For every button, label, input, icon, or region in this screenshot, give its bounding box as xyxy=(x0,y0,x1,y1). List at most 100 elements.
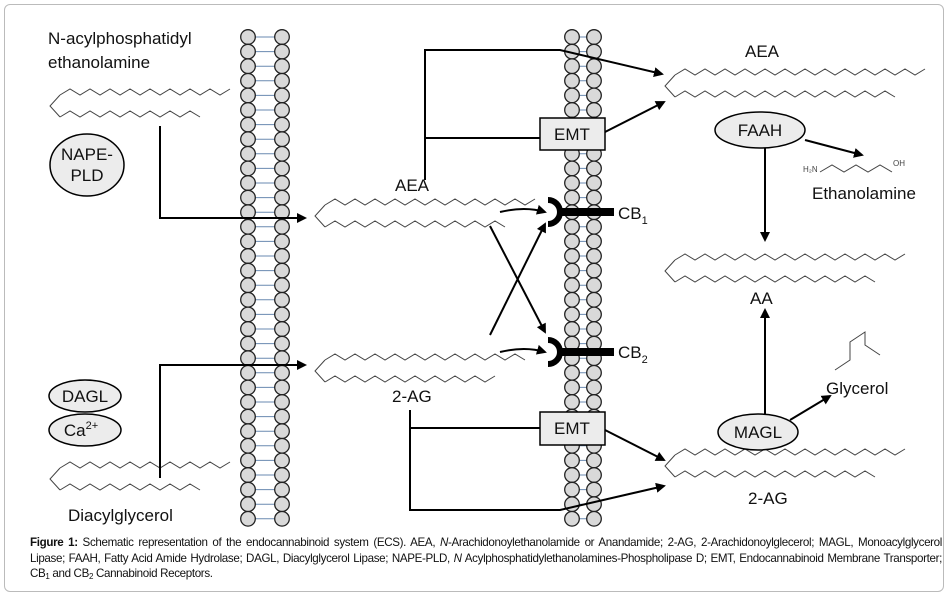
phospholipid-head xyxy=(240,496,256,513)
phospholipid-head xyxy=(564,175,580,191)
caption-figure-number: Figure 1: xyxy=(30,536,78,549)
phospholipid-head xyxy=(274,160,290,177)
phospholipid-head xyxy=(274,43,290,60)
phospholipid-head xyxy=(240,452,256,469)
phospholipid-head xyxy=(274,58,290,75)
cb1-receptor xyxy=(547,197,614,227)
phospholipid-head xyxy=(564,510,580,527)
phospholipid-head xyxy=(586,218,602,235)
phospholipid-head xyxy=(240,335,256,352)
phospholipid-head xyxy=(274,102,290,118)
phospholipid-head xyxy=(240,116,256,133)
phospholipid-head xyxy=(586,510,602,527)
2ag-left-label: 2-AG xyxy=(392,387,432,406)
caption-text: Acylphosphatidylethanolamines-Phospholip… xyxy=(30,551,942,581)
phospholipid-head xyxy=(564,306,580,323)
phospholipid-head xyxy=(274,481,290,498)
dagl-enzyme: DAGL xyxy=(48,379,122,413)
magl-label: MAGL xyxy=(734,423,782,442)
phospholipid-head xyxy=(240,306,256,323)
nape-pld-enzyme: NAPE- PLD xyxy=(49,133,125,197)
phospholipid-head xyxy=(586,306,602,323)
phospholipid-head xyxy=(274,350,290,367)
phospholipid-head xyxy=(564,160,580,177)
phospholipid-head xyxy=(240,291,256,308)
phospholipid-head xyxy=(586,29,602,45)
emt-top-label: EMT xyxy=(554,125,590,144)
nape-molecule xyxy=(49,88,231,118)
phospholipid-head xyxy=(274,131,290,148)
arrow-faah-to-ethanolamine xyxy=(804,139,864,158)
phospholipid-head xyxy=(274,233,290,250)
molecule-structures xyxy=(49,68,926,491)
arrow-2ag-bracket xyxy=(409,410,666,511)
phospholipid-head xyxy=(240,394,256,410)
phospholipid-head xyxy=(274,72,290,89)
phospholipid-head xyxy=(564,364,580,381)
aea-right-label: AEA xyxy=(745,42,780,61)
phospholipid-head xyxy=(564,102,580,118)
cb1-label: CB1 xyxy=(618,204,648,227)
phospholipid-head xyxy=(240,102,256,118)
phospholipid-head xyxy=(586,291,602,308)
phospholipid-head xyxy=(240,248,256,264)
caption-text: Schematic representation of the endocann… xyxy=(77,536,440,549)
phospholipid-head xyxy=(564,248,580,264)
phospholipid-head xyxy=(274,145,290,162)
phospholipid-head xyxy=(240,175,256,191)
phospholipid-head xyxy=(564,87,580,104)
arrow-aea-to-cb1 xyxy=(499,204,547,215)
phospholipid-head xyxy=(586,379,602,396)
h2n-label: H₂N xyxy=(803,165,818,174)
phospholipid-head xyxy=(240,364,256,381)
emt-top-box: EMT xyxy=(539,117,606,151)
phospholipid-head xyxy=(274,189,290,206)
phospholipid-head xyxy=(564,262,580,279)
phospholipid-head xyxy=(240,408,256,425)
cell-membranes xyxy=(240,29,602,527)
ethanolamine-label: Ethanolamine xyxy=(812,184,916,203)
phospholipid-head xyxy=(564,72,580,89)
phospholipid-head xyxy=(586,233,602,250)
phospholipid-head xyxy=(240,277,256,294)
figure-caption: Figure 1: Schematic representation of th… xyxy=(30,535,942,582)
figure-frame xyxy=(4,4,944,592)
phospholipid-head xyxy=(274,452,290,469)
calcium-ion: Ca2+ xyxy=(48,413,122,447)
glycerol-molecule xyxy=(834,331,881,371)
phospholipid-head xyxy=(274,262,290,279)
phospholipid-head xyxy=(240,350,256,367)
phospholipid-head xyxy=(586,262,602,279)
phospholipid-head xyxy=(564,452,580,469)
phospholipid-head xyxy=(274,175,290,191)
emt-bottom-label: EMT xyxy=(554,419,590,438)
phospholipid-head xyxy=(274,87,290,104)
phospholipid-head xyxy=(240,189,256,206)
dagl-label: DAGL xyxy=(62,387,108,406)
phospholipid-head xyxy=(274,218,290,235)
caption-italic: N xyxy=(453,551,462,565)
phospholipid-head xyxy=(240,233,256,250)
phospholipid-head xyxy=(274,423,290,440)
caption-italic: N xyxy=(440,536,449,549)
phospholipid-head xyxy=(240,87,256,104)
phospholipid-head xyxy=(274,321,290,337)
arrows xyxy=(159,49,864,511)
phospholipid-head xyxy=(586,452,602,469)
phospholipid-head xyxy=(240,437,256,454)
phospholipid-head xyxy=(240,218,256,235)
dag-molecule xyxy=(49,461,231,491)
oh-label: OH xyxy=(893,159,905,168)
arrow-nape-to-aea xyxy=(159,126,307,223)
nape-pld-label-1: NAPE- xyxy=(61,145,113,164)
phospholipid-head xyxy=(564,394,580,410)
aea-left-molecule xyxy=(314,198,536,228)
faah-enzyme: FAAH xyxy=(714,111,806,149)
phospholipid-head xyxy=(564,291,580,308)
aea-right-molecule xyxy=(664,68,926,98)
phospholipid-head xyxy=(274,467,290,483)
phospholipid-head xyxy=(240,160,256,177)
phospholipid-head xyxy=(240,29,256,45)
phospholipid-head xyxy=(274,437,290,454)
arrow-aea-bracket xyxy=(424,49,664,180)
